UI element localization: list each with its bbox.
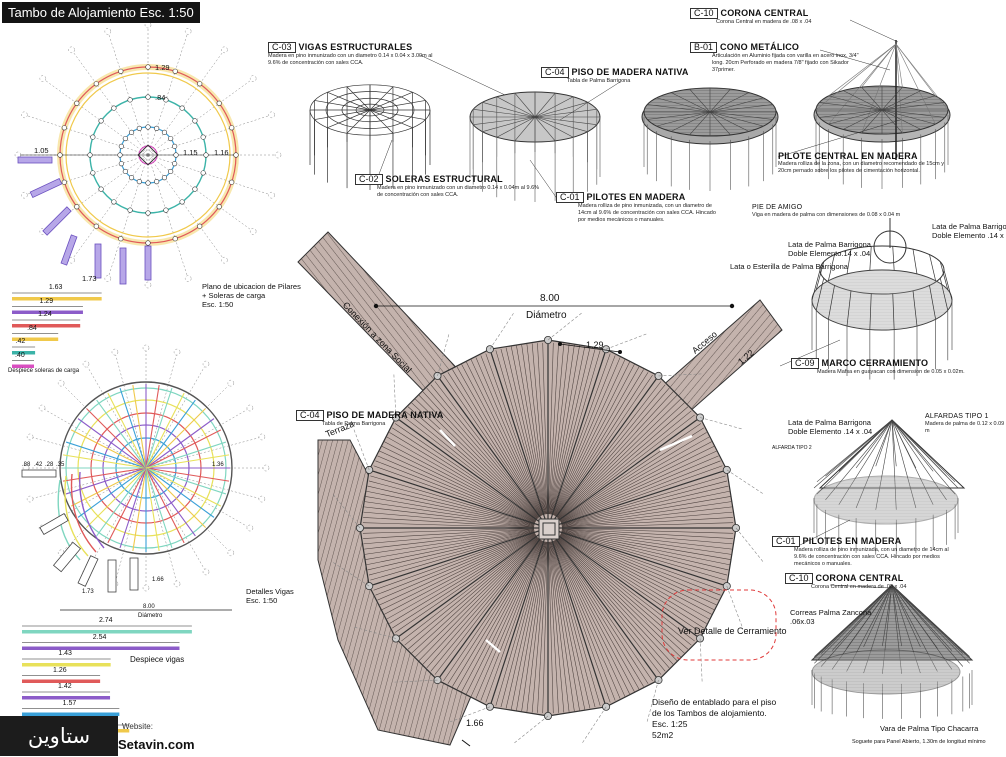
despiece-value: 2.54: [92, 633, 107, 641]
pillar-plan: [14, 21, 282, 289]
dim-label: .84: [155, 93, 166, 102]
brand-logo: ستاوين: [0, 716, 118, 756]
website-link[interactable]: Setavin.com: [118, 737, 195, 752]
iso-frames-top: [309, 40, 951, 202]
despiece-bar: [22, 630, 192, 634]
despiece-soleras-title: Despiece soleras de carga: [8, 368, 80, 374]
dim-label: .42: [34, 462, 43, 468]
label-vara: Vara de Palma Tipo Chacarra: [880, 724, 979, 733]
despiece-bar: [12, 297, 102, 301]
despiece-value: .42: [15, 338, 26, 345]
despiece-bar: [12, 324, 81, 328]
dim-label: 1.73: [82, 274, 97, 283]
despiece-bar: [22, 696, 111, 700]
despiece-bar: [22, 663, 111, 667]
iso-frames-right: [810, 218, 974, 719]
despiece-bar: [12, 310, 83, 314]
despiece-value: .84: [27, 324, 37, 332]
dim-label: .35: [56, 462, 65, 468]
label-soguete: Soguete para Panel Abierto, 1.30m de lon…: [852, 739, 986, 745]
floor-caption: Diseño de entablado para el piso de los …: [652, 697, 777, 740]
dim-label: 8.00: [143, 604, 155, 610]
despiece-bar: [12, 337, 59, 341]
label-lata-3: Lata o Esterilla de Palma Barrigona: [730, 262, 848, 271]
dim-label: .88: [22, 462, 31, 468]
despiece-value: 2.74: [98, 617, 113, 624]
bottom-dim: 1.66: [466, 718, 484, 728]
beam-plan: [21, 344, 270, 611]
callout-pie-amigo: PIE DE AMIGO Viga en madera de palma con…: [752, 204, 901, 218]
despiece-bar: [22, 712, 120, 716]
despiece-value: .40: [15, 351, 25, 359]
floor-plan: [297, 231, 783, 747]
despiece-bar: [22, 646, 180, 650]
despiece-value: 1.63: [48, 284, 63, 291]
despiece-value: 1.29: [39, 297, 54, 305]
despiece-vigas-title: Despiece vigas: [130, 655, 185, 664]
dim-label: 1.36: [212, 462, 224, 468]
label-alfardas-2: ALFARDA TIPO 2: [772, 445, 812, 451]
despiece-value: 1.57: [62, 699, 77, 707]
diameter-value: 8.00: [540, 293, 560, 304]
despiece-bar: [12, 364, 34, 368]
pillar-plan-caption: Plano de ubicacion de Pilares + Soleras …: [202, 282, 301, 309]
dim-label: 1.73: [82, 589, 94, 595]
leader-lines: [375, 19, 901, 589]
despiece-bar: [22, 679, 101, 683]
dim-label: 1.66: [152, 577, 164, 583]
dim-label: 1.05: [34, 146, 49, 155]
despiece-value: 1.42: [58, 683, 72, 690]
dim-label: 1.15: [183, 148, 198, 157]
dim-label: 1.16: [214, 148, 229, 157]
dim-label: Diámetro: [138, 613, 163, 619]
sheet-title: Tambo de Alojamiento Esc. 1:50: [2, 2, 200, 23]
website-label: Website:: [122, 722, 153, 731]
despiece-value: 1.26: [53, 666, 67, 674]
beam-plan-caption: Detalles Vigas Esc. 1:50: [246, 587, 294, 605]
despiece-bar: [12, 351, 36, 355]
segment-dim: 1.29: [586, 340, 604, 350]
callout-alfardas: ALFARDAS TIPO 1 Madera de palma de 0.12 …: [925, 413, 1005, 434]
detail-link[interactable]: Ver Detalle de Cerramiento: [678, 626, 787, 636]
callout-pilote-central: PILOTE CENTRAL EN MADERA Madera rolliza …: [778, 151, 945, 175]
dim-label: 1.29: [155, 63, 170, 72]
despiece-value: 1.43: [58, 650, 72, 657]
dim-label: .28: [45, 462, 54, 468]
label-correas: Correas Palma Zancona.06x.03: [790, 608, 872, 626]
diameter-label: Diámetro: [526, 310, 567, 321]
despiece-bars: [12, 292, 192, 733]
despiece-value: 1.24: [38, 311, 52, 318]
